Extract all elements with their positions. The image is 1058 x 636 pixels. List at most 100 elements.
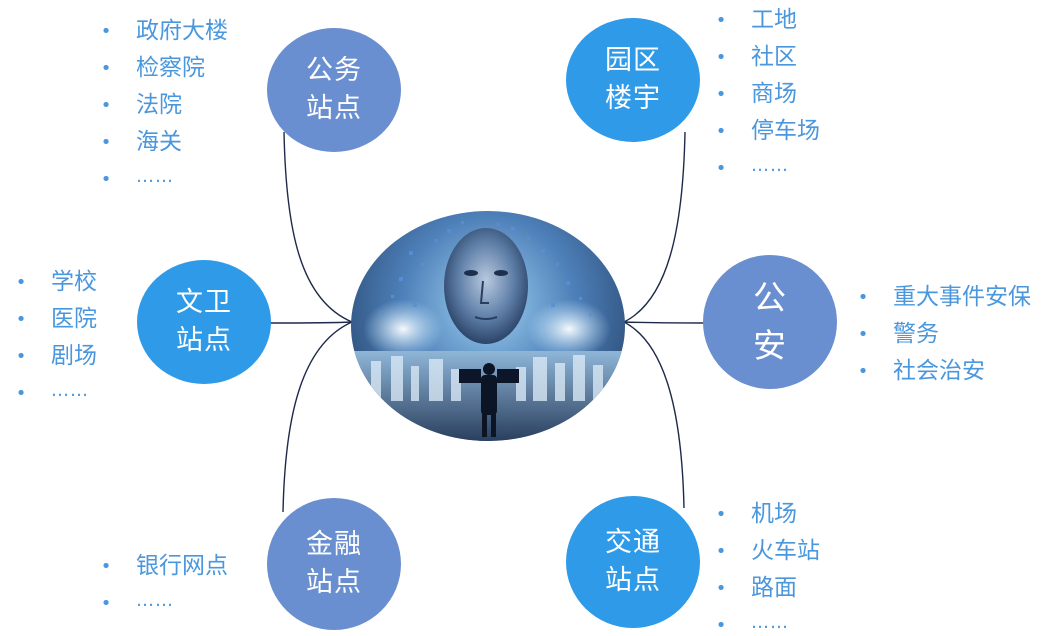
list-item-label: 机场 xyxy=(751,501,797,527)
list-item-label: 社区 xyxy=(751,44,797,70)
bullet-icon: • xyxy=(715,47,727,68)
list-item-label: 路面 xyxy=(751,575,797,601)
bullet-icon: • xyxy=(100,21,112,42)
bullet-icon: • xyxy=(715,158,727,179)
list-item-label: …… xyxy=(136,166,174,187)
node-label-line2: 站点 xyxy=(306,93,362,124)
node-gongwu-zhandian: 公务 站点 xyxy=(267,28,401,152)
bullet-icon: • xyxy=(715,84,727,105)
list-item: • 社会治安 xyxy=(857,353,1031,390)
list-item-label: 火车站 xyxy=(751,538,820,564)
node-label-line2: 楼宇 xyxy=(605,83,661,114)
node-label-line2: 安 xyxy=(753,326,787,365)
list-item: • 海关 xyxy=(100,124,228,161)
list-item-label: 重大事件安保 xyxy=(893,284,1031,310)
list-wenwei: • 学校 • 医院 • 剧场 •…… xyxy=(15,264,97,412)
node-label-line1: 园区 xyxy=(605,45,661,76)
list-item-label: 法院 xyxy=(136,92,182,118)
list-item: • …… xyxy=(715,607,820,636)
list-item: • 重大事件安保 xyxy=(857,279,1031,316)
list-item-label: 剧场 xyxy=(51,343,97,369)
center-ai-image xyxy=(351,211,625,441)
list-item-label: 商场 xyxy=(751,81,797,107)
node-label-line1: 文卫 xyxy=(176,287,232,318)
bullet-icon: • xyxy=(715,10,727,31)
list-item-label: 医院 xyxy=(51,306,97,332)
connector-gongan xyxy=(623,321,706,324)
bullet-icon: • xyxy=(715,121,727,142)
bullet-icon: • xyxy=(100,593,112,614)
bullet-icon: • xyxy=(715,578,727,599)
node-label-line2: 站点 xyxy=(176,325,232,356)
list-item-label: 工地 xyxy=(751,7,797,33)
list-item-label: 检察院 xyxy=(136,55,205,81)
bullet-icon: • xyxy=(15,272,27,293)
ai-digital-head-city-image xyxy=(351,221,625,441)
list-item-label: 海关 xyxy=(136,129,182,155)
bullet-icon: • xyxy=(15,346,27,367)
bullet-icon: • xyxy=(715,504,727,525)
list-item-label: …… xyxy=(136,590,174,611)
list-item: • …… xyxy=(100,585,228,622)
list-item: • 银行网点 xyxy=(100,548,228,585)
connector-yuanqu xyxy=(623,131,686,323)
bullet-icon: • xyxy=(100,95,112,116)
list-item: • 警务 xyxy=(857,316,1031,353)
node-label-line1: 金融 xyxy=(306,529,362,560)
list-item-label: 银行网点 xyxy=(136,553,228,579)
bullet-icon: • xyxy=(857,324,869,345)
bullet-icon: • xyxy=(715,541,727,562)
connector-jinrong xyxy=(282,321,353,513)
list-item: • 社区 xyxy=(715,39,820,76)
node-label-line1: 公 xyxy=(753,278,787,317)
bullet-icon: • xyxy=(100,169,112,190)
list-item: • 路面 xyxy=(715,570,820,607)
list-yuanqu: • 工地 • 社区 • 商场 • 停车场 • …… xyxy=(715,2,820,187)
bullet-icon: • xyxy=(857,361,869,382)
node-wenwei-zhandian: 文卫 站点 xyxy=(137,260,271,384)
bullet-icon: • xyxy=(715,615,727,636)
bullet-icon: • xyxy=(15,383,27,404)
list-item: • 机场 xyxy=(715,496,820,533)
bullet-icon: • xyxy=(15,309,27,330)
list-item: • 火车站 xyxy=(715,533,820,570)
node-yuanqu-louyu: 园区 楼宇 xyxy=(566,18,700,142)
list-item: • 学校 xyxy=(15,264,97,301)
node-jiaotong-zhandian: 交通 站点 xyxy=(566,496,700,628)
bullet-icon: • xyxy=(100,556,112,577)
node-jinrong-zhandian: 金融 站点 xyxy=(267,498,401,630)
node-label-line1: 交通 xyxy=(605,527,661,558)
list-item: •…… xyxy=(15,375,97,412)
list-jiaotong: • 机场 • 火车站 • 路面 • …… xyxy=(715,496,820,636)
list-item: • 医院 xyxy=(15,301,97,338)
list-item: • …… xyxy=(100,161,228,198)
bullet-icon: • xyxy=(857,287,869,308)
list-item: • 法院 xyxy=(100,87,228,124)
list-gongan: • 重大事件安保 • 警务 • 社会治安 xyxy=(857,279,1031,390)
list-item-label: 警务 xyxy=(893,321,939,347)
list-item: • 剧场 xyxy=(15,338,97,375)
list-item: • 商场 xyxy=(715,76,820,113)
bullet-icon: • xyxy=(100,132,112,153)
connector-jiaotong xyxy=(623,321,685,509)
node-gongan: 公 安 xyxy=(703,255,837,389)
list-item: • 停车场 xyxy=(715,113,820,150)
list-item-label: …… xyxy=(751,612,789,633)
list-jinrong: • 银行网点 • …… xyxy=(100,548,228,622)
list-item-label: 社会治安 xyxy=(893,358,985,384)
list-item-label: 停车场 xyxy=(751,118,820,144)
list-item: • 政府大楼 xyxy=(100,13,228,50)
connector-wenwei xyxy=(269,321,353,324)
connector-gongwu xyxy=(283,131,353,323)
bullet-icon: • xyxy=(100,58,112,79)
list-item-label: 政府大楼 xyxy=(136,18,228,44)
node-label-line1: 公务 xyxy=(306,55,362,86)
list-item: • 工地 xyxy=(715,2,820,39)
list-gongwu: • 政府大楼 • 检察院 • 法院 • 海关 • …… xyxy=(100,13,228,198)
list-item: • …… xyxy=(715,150,820,187)
list-item-label: …… xyxy=(751,155,789,176)
list-item: • 检察院 xyxy=(100,50,228,87)
list-item-label: 学校 xyxy=(51,269,97,295)
node-label-line2: 站点 xyxy=(306,567,362,598)
